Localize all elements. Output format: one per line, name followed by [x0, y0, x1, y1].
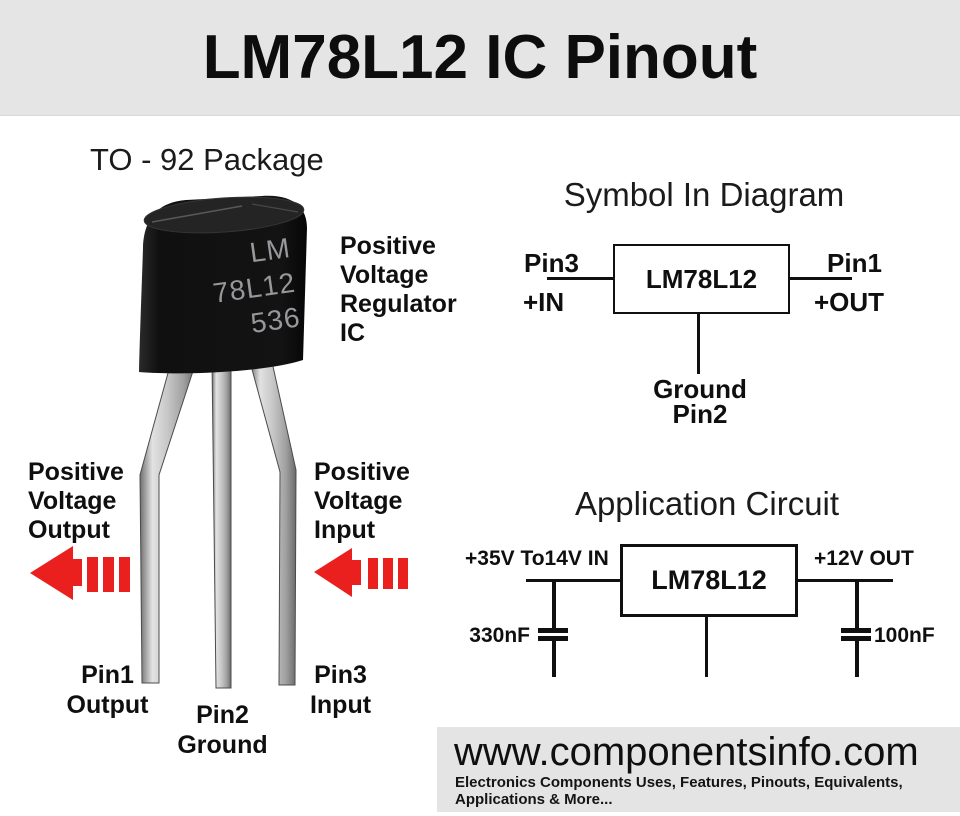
- description-line: Regulator: [340, 290, 457, 318]
- pin2-label: Pin2 Ground: [170, 700, 275, 760]
- symbol-ground-wire: [697, 314, 700, 374]
- callout-line: Voltage: [314, 487, 403, 515]
- pin-name: Pin1: [81, 661, 134, 689]
- description-line: IC: [340, 319, 365, 347]
- symbol-ground-label: Ground Pin2: [620, 374, 780, 429]
- symbol-pin1-label: Pin1: [827, 248, 882, 278]
- output-cap-lead-bottom: [855, 641, 859, 677]
- symbol-diagram-heading: Symbol In Diagram: [563, 176, 845, 213]
- callout-line: Input: [314, 516, 376, 544]
- page-title: LM78L12 IC Pinout: [202, 23, 758, 92]
- symbol-in-label: +IN: [523, 287, 565, 317]
- circuit-left-wire: [526, 579, 620, 582]
- pin-function: Input: [309, 691, 372, 719]
- circuit-ground-wire: [705, 617, 708, 677]
- application-circuit-heading: Application Circuit: [574, 485, 840, 522]
- input-cap-lead-top: [552, 582, 556, 628]
- output-cap-plate: [841, 636, 871, 641]
- top-face-streak: [251, 203, 299, 213]
- symbol-ic-box: LM78L12: [613, 244, 790, 314]
- symbol-out-label: +OUT: [814, 287, 885, 317]
- symbol-right-wire: [790, 277, 852, 280]
- input-cap-plate: [538, 628, 568, 633]
- circuit-input-label: +35V To14V IN: [465, 547, 609, 570]
- symbol-left-wire: [547, 277, 613, 280]
- footer-tagline: Applications & More...: [455, 791, 613, 808]
- pin2-leg: [211, 361, 232, 689]
- input-cap-lead-bottom: [552, 641, 556, 677]
- pin-function: Ground: [177, 731, 268, 759]
- output-cap-lead-top: [855, 582, 859, 628]
- input-cap-plate: [538, 636, 568, 641]
- chip-marking: LM 78L12 536: [177, 230, 303, 350]
- description-line: Positive: [340, 232, 436, 260]
- ic-description: Positive Voltage Regulator IC: [340, 232, 457, 348]
- pin1-leg: [139, 361, 197, 684]
- symbol-ic-label: LM78L12: [645, 263, 758, 294]
- pin1-label: Pin1 Output: [55, 660, 160, 720]
- input-cap-value: 330nF: [469, 624, 530, 647]
- ground-line: Ground: [653, 374, 747, 404]
- circuit-output-label: +12V OUT: [814, 547, 914, 570]
- callout-line: Positive: [314, 458, 410, 486]
- description-line: Voltage: [340, 261, 429, 289]
- pin3-leg: [249, 361, 297, 686]
- pin-function: Output: [66, 691, 149, 719]
- pin-name: Pin2: [196, 701, 249, 729]
- right-arrow-icon: [314, 548, 408, 597]
- footer-tagline: Electronics Components Uses, Features, P…: [455, 774, 903, 791]
- application-ic-box: LM78L12: [620, 544, 798, 617]
- top-face-streak: [151, 205, 243, 223]
- to92-package-heading: TO - 92 Package: [90, 142, 324, 177]
- callout-line: Output: [28, 516, 110, 544]
- symbol-pin3-label: Pin3: [524, 248, 579, 278]
- output-cap-value: 100nF: [874, 624, 935, 647]
- input-callout: Positive Voltage Input: [314, 458, 410, 545]
- footer-branding: www.componentsinfo.com Electronics Compo…: [437, 727, 960, 812]
- output-cap-plate: [841, 628, 871, 633]
- pin3-label: Pin3 Input: [288, 660, 393, 720]
- output-callout: Positive Voltage Output: [28, 458, 124, 545]
- callout-line: Voltage: [28, 487, 117, 515]
- left-arrow-icon: [30, 546, 130, 600]
- callout-line: Positive: [28, 458, 124, 486]
- pin-name: Pin3: [314, 661, 367, 689]
- website-url: www.componentsinfo.com: [454, 730, 919, 774]
- title-banner: LM78L12 IC Pinout: [0, 0, 960, 116]
- application-ic-label: LM78L12: [651, 565, 767, 595]
- circuit-right-wire: [798, 579, 893, 582]
- ground-line: Pin2: [672, 399, 728, 429]
